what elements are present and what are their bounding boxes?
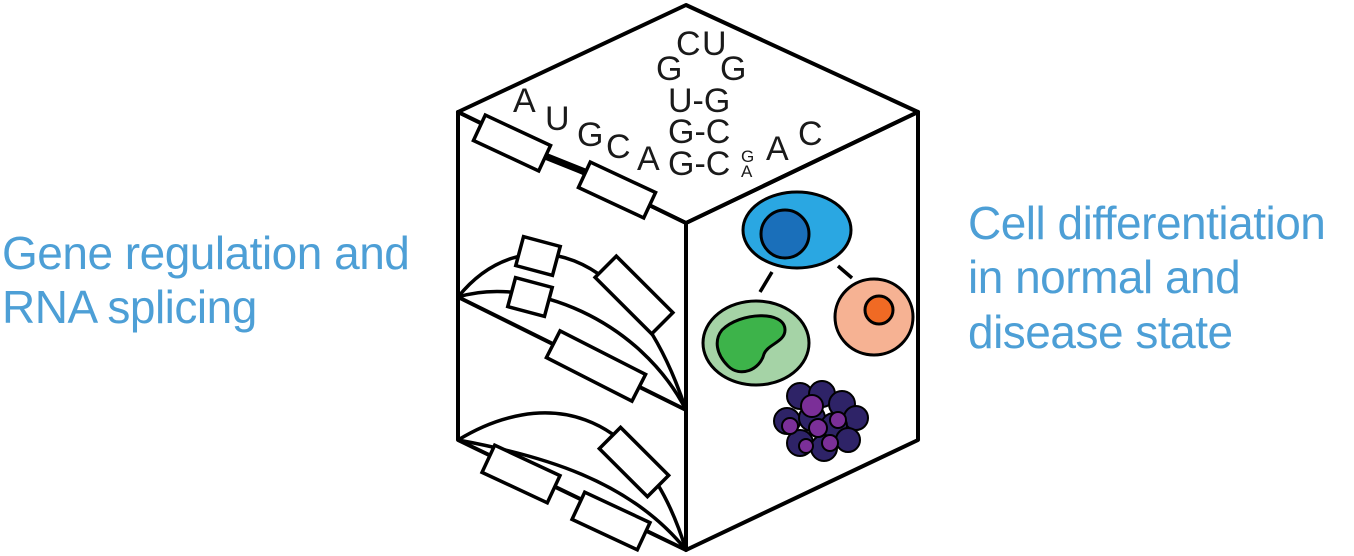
cell-differentiation-label-line1: Cell differentiation [968, 197, 1326, 249]
exon-lower-right-top [596, 424, 672, 500]
rna-tail-a: A [766, 130, 789, 168]
cluster-cell [800, 394, 824, 418]
top-exon-pair [471, 112, 658, 221]
rna-loop-right: G [720, 50, 746, 88]
rna-hairpin: C U G G U-G G-C G-C A U G C A G A A C [513, 25, 823, 183]
cell-differentiation-label: Cell differentiation in normal and disea… [968, 196, 1326, 359]
rna-bulge-top: G [741, 147, 754, 166]
exon-middle-small [505, 275, 555, 319]
top-exon-left [471, 112, 553, 174]
cluster-cell [808, 418, 828, 438]
cube-right-face [684, 110, 920, 552]
orange-cell-nucleus [863, 294, 895, 326]
splice-arc-upper [456, 252, 688, 411]
splice-arc-middle [457, 289, 688, 411]
exon-middle-long [544, 328, 648, 404]
rna-loop-top1: C [676, 25, 701, 63]
exon-lower-right-bottom [569, 489, 653, 553]
stem-cell-nucleus [759, 208, 811, 260]
exon-lower-left [479, 442, 563, 506]
rna-strand-c: C [606, 128, 631, 166]
rna-pair2: G-C [668, 113, 730, 151]
cell-cluster [773, 380, 869, 462]
rna-pair3: G-C [668, 145, 730, 183]
top-exon-right [576, 159, 658, 221]
rna-loop-left: G [656, 50, 682, 88]
rna-tail-c: C [798, 115, 823, 153]
cell-differentiation-label-line2: in normal and [968, 251, 1241, 304]
green-cell-nucleus [715, 314, 787, 374]
lineage-line-left [758, 271, 774, 293]
rna-loop-top2: U [702, 25, 727, 63]
cluster-cell [835, 427, 861, 453]
rna-pair1: U-G [668, 82, 730, 120]
gene-regulation-label: Gene regulation and RNA splicing [2, 226, 410, 335]
rna-strand-u: U [545, 100, 570, 138]
exon-upper-small [513, 234, 563, 278]
splice-arc-lower-bottom [457, 438, 688, 552]
cluster-cell [821, 434, 839, 452]
lineage-line-right [836, 264, 854, 280]
rna-strand-g: G [577, 116, 603, 154]
splice-arc-lower-top [457, 411, 688, 551]
splicing-exons [479, 234, 676, 553]
rna-strand-a2: A [637, 140, 660, 178]
cell-lineage [701, 190, 915, 387]
cluster-cell [798, 438, 814, 454]
gene-regulation-label-line1: Gene regulation and [2, 227, 410, 279]
cluster-cell [829, 411, 847, 429]
exon-upper-long [592, 253, 676, 337]
rna-strand-a: A [513, 82, 536, 120]
cluster-cell [781, 417, 799, 435]
gene-regulation-label-line2: RNA splicing [2, 281, 257, 334]
cell-differentiation-label-line3: disease state [968, 305, 1233, 358]
splicing-arcs [456, 252, 688, 552]
top-intron-line [543, 152, 592, 178]
rna-bulge-bottom: A [741, 162, 753, 181]
